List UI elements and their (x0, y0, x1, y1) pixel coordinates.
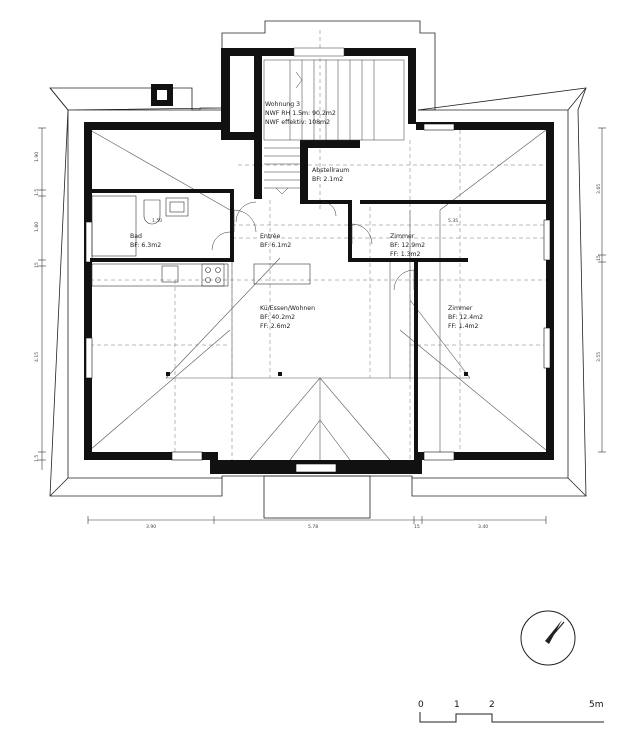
dim-left-1: 1.90 (34, 152, 40, 162)
kueche-name: Kü/Essen/Wohnen (260, 305, 315, 312)
bad-area: BF: 6.3m2 (130, 242, 161, 249)
dim-bottom-2: 5.78 (308, 524, 318, 530)
dim-left-5: 4.15 (34, 352, 40, 362)
doors (211, 201, 415, 291)
scale-label-3: 5m (589, 700, 604, 710)
exterior-walls (84, 122, 554, 474)
scale-bar: 0 1 2 5m (418, 700, 604, 723)
dim-inner-1: 1.50 (152, 218, 162, 224)
dim-left-2: 1.5 (34, 189, 40, 196)
dimension-labels: 1.90 1.5 1.80 15 4.15 1.5 3.65 15 3.55 3… (34, 152, 602, 530)
zimmer1-ff: FF: 1.3m2 (390, 251, 421, 258)
scale-label-1: 1 (454, 700, 460, 710)
zimmer2-area: BF: 12.4m2 (448, 314, 483, 321)
entree-area: BF: 6.1m2 (260, 242, 291, 249)
abstellraum-name: Abstellraum (312, 167, 349, 174)
dim-left-4: 15 (34, 262, 40, 268)
dim-bottom-1: 3.90 (146, 524, 156, 530)
windows (85, 123, 551, 473)
zimmer2-ff: FF: 1.4m2 (448, 323, 479, 330)
stairs (263, 47, 405, 195)
dim-bottom-3: 15 (414, 524, 420, 530)
room-labels: Wohnung 3 NWF RH 1.5m: 90.2m2 NWF effekt… (130, 101, 483, 330)
abstellraum-area: BF: 2.1m2 (312, 176, 343, 183)
bad-name: Bad (130, 233, 142, 240)
bath-fixtures (91, 195, 189, 257)
zimmer1-area: BF: 12.9m2 (390, 242, 425, 249)
dim-inner-2: 5.35 (448, 218, 458, 224)
wohnung-name: Wohnung 3 (265, 101, 300, 108)
chimney (151, 84, 173, 106)
wohnung-line2: NWF effektiv: 108m2 (265, 119, 330, 126)
kueche-ff: FF: 2.6m2 (260, 323, 291, 330)
wohnung-line1: NWF RH 1.5m: 90.2m2 (265, 110, 336, 117)
dim-right-2: 15 (596, 255, 602, 261)
dim-right-3: 3.55 (596, 352, 602, 362)
entree-name: Entrée (260, 232, 280, 240)
roof-outline (49, 20, 587, 519)
dim-right-1: 3.65 (596, 184, 602, 194)
dim-bottom-4: 3.40 (478, 524, 488, 530)
dim-left-3: 1.80 (34, 222, 40, 232)
north-arrow-icon (520, 610, 576, 666)
dim-left-6: 1.5 (34, 455, 40, 462)
zimmer1-name: Zimmer (390, 233, 415, 240)
kitchen-fixtures (91, 263, 311, 287)
kueche-area: BF: 40.2m2 (260, 314, 295, 321)
scale-label-2: 2 (489, 700, 495, 710)
interior-walls (90, 189, 550, 452)
dimension-lines (38, 127, 606, 524)
zimmer2-name: Zimmer (448, 305, 473, 312)
scale-label-0: 0 (418, 700, 424, 710)
